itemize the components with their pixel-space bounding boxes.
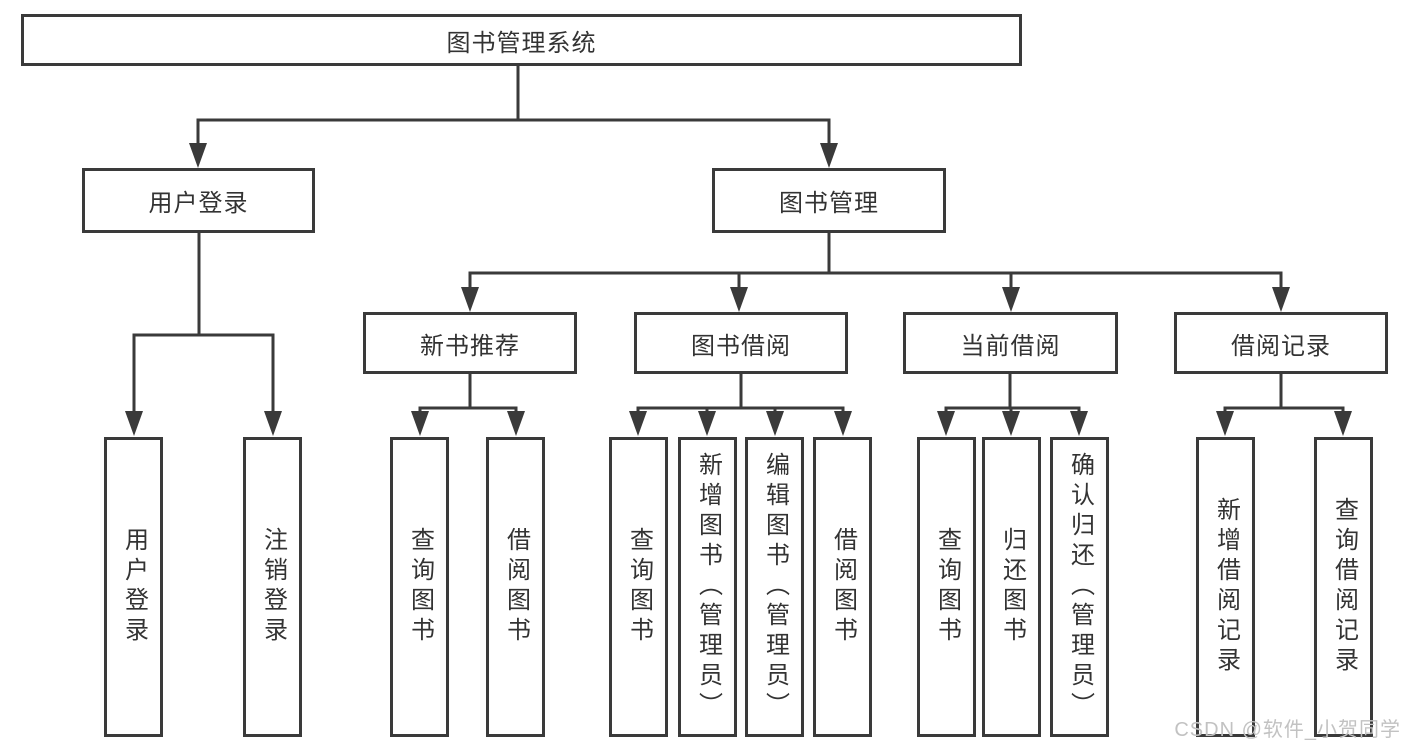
connector-records-split (1223, 406, 1345, 418)
leaf-query-book-recommend: 查询图书 (390, 437, 449, 737)
leaf-query-borrow-record: 查询借阅记录 (1314, 437, 1373, 737)
node-root: 图书管理系统 (21, 14, 1022, 66)
node-book-borrow-label: 图书借阅 (691, 332, 791, 360)
connector-login-split (132, 333, 275, 418)
leaf-query-book-borrow: 查询图书 (609, 437, 668, 737)
node-book-management-label: 图书管理 (779, 190, 879, 217)
node-borrow-records-label: 借阅记录 (1231, 332, 1331, 360)
leaf-confirm-return-admin: 确认归还（管理员） (1050, 437, 1109, 737)
leaf-query-book-current: 查询图书 (917, 437, 976, 737)
leaf-user-login: 用户登录 (104, 437, 163, 737)
node-current-borrow-label: 当前借阅 (960, 332, 1061, 360)
leaf-edit-book-admin: 编辑图书（管理员） (745, 437, 804, 737)
node-book-management: 图书管理 (712, 168, 946, 233)
node-new-book-recommend-label: 新书推荐 (420, 332, 520, 360)
node-root-label: 图书管理系统 (446, 29, 597, 57)
leaf-return-book: 归还图书 (982, 437, 1041, 737)
node-user-login: 用户登录 (82, 168, 315, 233)
connector-modules-split (468, 271, 1283, 296)
connector-recommend-split (418, 406, 518, 418)
connector-borrow-split (636, 406, 845, 418)
node-borrow-records: 借阅记录 (1174, 312, 1388, 374)
node-new-book-recommend: 新书推荐 (363, 312, 577, 374)
csdn-watermark: CSDN @软件_小贺同学 (1174, 719, 1401, 741)
connector-current-split (944, 406, 1081, 418)
node-user-login-label: 用户登录 (148, 190, 249, 217)
leaf-borrow-book-recommend: 借阅图书 (486, 437, 545, 737)
leaf-add-book-admin: 新增图书（管理员） (678, 437, 737, 737)
leaf-logout: 注销登录 (243, 437, 302, 737)
connector-level2-split (196, 118, 831, 148)
leaf-borrow-book: 借阅图书 (813, 437, 872, 737)
node-current-borrow: 当前借阅 (903, 312, 1118, 374)
leaf-add-borrow-record: 新增借阅记录 (1196, 437, 1255, 737)
node-book-borrow: 图书借阅 (634, 312, 848, 374)
